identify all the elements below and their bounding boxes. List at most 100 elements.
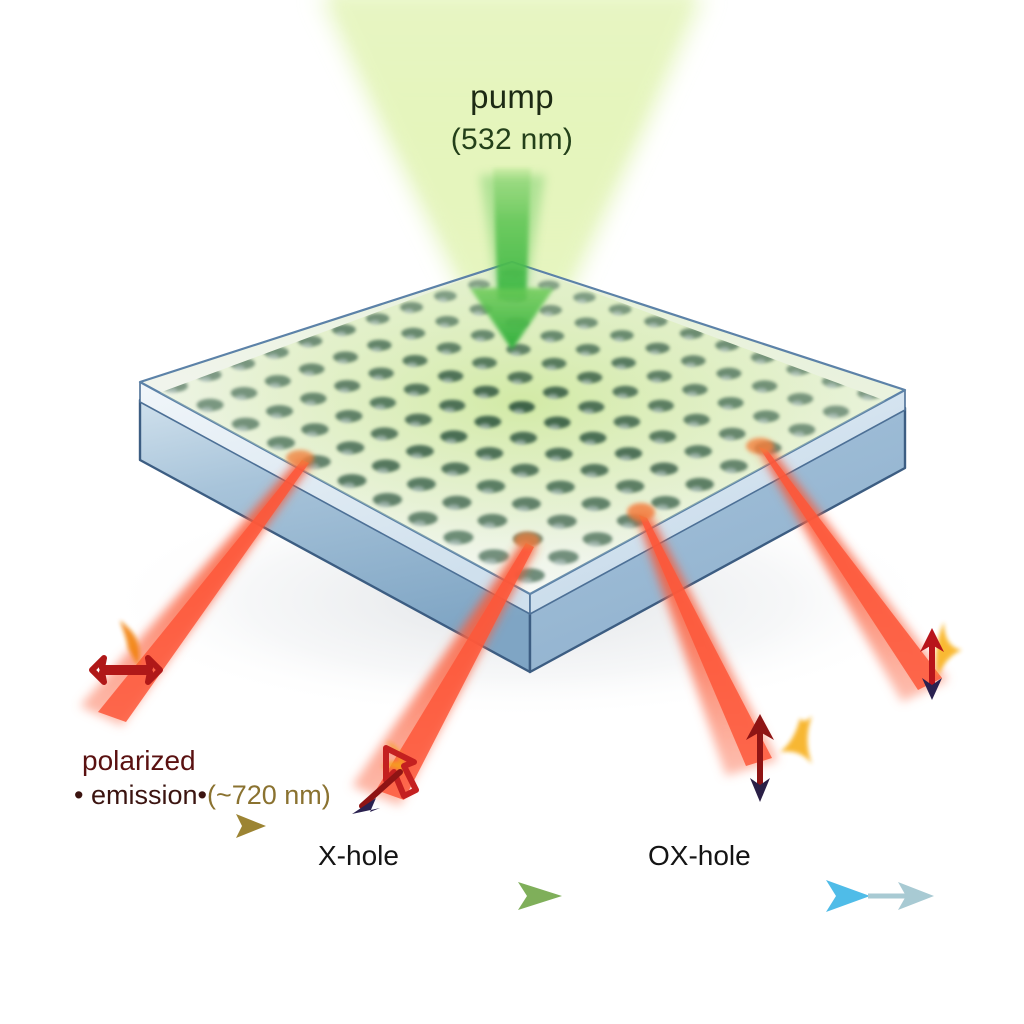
lattice-hole-highlight [512,379,523,385]
lattice-hole-highlight [757,418,769,424]
lattice-hole-highlight [543,311,553,317]
lattice-hole-highlight [446,470,459,477]
lattice-hole-highlight [721,375,732,381]
lattice-hole-highlight [793,431,805,438]
lattice-hole-highlight [553,558,567,566]
lattice-hole-highlight [612,310,623,316]
lattice-hole-highlight [336,331,347,337]
lattice-hole-highlight [476,364,487,370]
lattice-hole-highlight [688,421,700,428]
lattice-hole-highlight [201,406,213,413]
pol-marker-vertical-double-arrow-right [920,622,962,700]
lattice-hole-highlight [270,412,283,419]
lattice-hole-highlight [510,350,521,357]
lattice-hole-highlight [790,370,802,377]
polarized-emission-label-line2: • emission•(~720 nm) [74,780,331,811]
polarized-emission-label-text: • emission• [74,780,207,810]
lattice-hole-highlight [656,504,669,511]
lattice-hole-highlight [587,540,601,548]
lattice-hole-highlight [655,470,667,477]
emission-wavelength-label: (~720 nm) [206,780,331,810]
lattice-hole-highlight [690,486,703,493]
lattice-hole-highlight [649,349,661,355]
lattice-hole-highlight [651,377,662,384]
lattice-hole-highlight [513,408,525,415]
lattice-hole-highlight [412,485,425,493]
lattice-hole-highlight [683,334,694,340]
lattice-hole-highlight [303,370,315,377]
lattice-hole-highlight [685,362,696,368]
lattice-hole-highlight [519,577,533,584]
lattice-hole-highlight [480,455,493,461]
lattice-hole-highlight [439,322,450,328]
emitter-flares [286,438,774,548]
lattice-hole-highlight [618,423,630,430]
lattice-hole-highlight [551,488,564,495]
lattice-hole-highlight [447,504,460,511]
pol-marker-diagonal-arrow [352,742,419,814]
lattice-hole-highlight [544,337,555,343]
lattice-hole-highlight [514,439,527,446]
lattice-hole-highlight [581,379,593,385]
lattice-hole-highlight [445,438,457,444]
lattice-hole-highlight [378,501,391,508]
lattice-hole-highlight [375,435,388,442]
lattice-hole-highlight [686,391,698,397]
lattice-hole-highlight [438,297,448,303]
lattice-hole-highlight [342,482,355,489]
pump-title: pump [470,78,554,115]
lattice-hole-highlight [614,336,625,342]
legend-xhole-arrow [316,882,562,910]
lattice-hole-highlight [515,471,528,478]
lattice-hole-highlight [620,488,633,495]
lattice-hole-highlight [340,417,352,424]
lattice-hole-highlight [302,342,313,348]
lattice-hole-highlight [617,393,628,399]
lattice-hole-highlight [548,424,561,430]
lattice-hole-highlight [304,400,316,406]
lattice-hole-highlight [413,520,426,527]
lattice-hole-highlight [546,365,557,371]
pump-wavelength: (532 nm) [450,123,574,156]
lattice-hole-highlight [475,336,486,342]
lattice-hole-highlight [585,471,598,478]
lattice-hole-highlight [756,387,768,394]
lattice-hole-highlight [306,431,318,438]
emission-beam-3 [636,512,778,776]
lattice-hole-highlight [374,404,386,411]
lattice-hole-highlight [724,467,737,474]
lattice-hole-highlight [550,455,562,462]
lattice-hole-highlight [826,382,837,389]
lattice-hole-highlight [448,539,462,546]
pump-beam [320,0,704,300]
pol-marker-horizontal-double-arrow [89,620,163,685]
lattice-hole-highlight [648,322,659,328]
lattice-hole-highlight [479,423,491,430]
lattice-hole-highlight [235,394,247,401]
emission-beam-2 [352,540,537,806]
lattice-hole-highlight [584,439,596,446]
lattice-hole-highlight [755,358,766,365]
lattice-hole-highlight [484,558,497,565]
lattice-hole-highlight [477,393,489,399]
lattice-hole-highlight [582,408,594,415]
lattice-hole-highlight [473,310,484,316]
lattice-hole-highlight [341,449,354,456]
x-hole-label: X-hole [318,840,399,871]
lattice-hole-highlight [517,505,530,512]
lattice-hole-highlight [441,349,452,355]
lattice-hole-highlight [376,467,389,474]
pump-arrow [470,168,554,350]
lattice-hole-highlight [407,362,418,368]
lattice-hole-highlight [370,319,380,325]
hole-lattice [161,268,883,584]
lattice-hole-highlight [552,523,565,530]
lattice-hole-highlight [719,346,730,352]
lattice-hole-highlight [338,387,350,394]
lattice-hole-highlight [307,463,320,470]
lattice-hole-highlight [619,455,632,461]
lattice-hole-highlight [337,358,349,365]
lattice-hole-highlight [792,400,803,407]
lattice-hole-highlight [442,377,454,384]
